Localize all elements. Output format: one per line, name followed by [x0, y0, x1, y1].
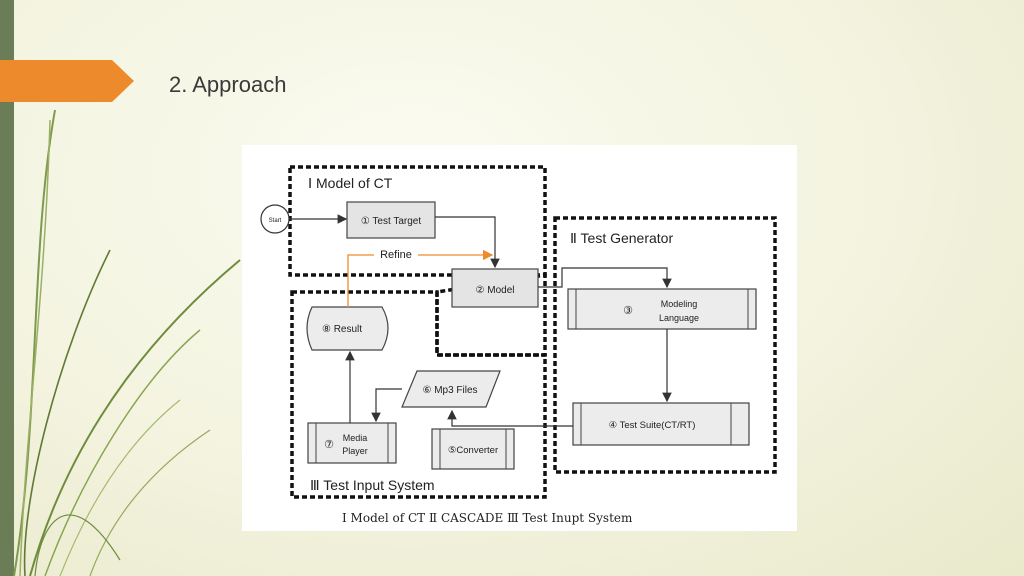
- node-model-label: ② Model: [476, 285, 515, 296]
- group-test-generator-label: Ⅱ Test Generator: [570, 230, 673, 246]
- node-media-player-line2: Player: [342, 446, 368, 456]
- node-test-suite-label: ④ Test Suite(CT/RT): [609, 420, 696, 431]
- edge-mp3-to-media-player: [371, 388, 402, 423]
- node-modeling-language-line1: Modeling: [661, 299, 698, 309]
- group-model-of-ct-label: Ⅰ Model of CT: [308, 175, 393, 191]
- node-test-suite: [572, 402, 750, 446]
- start-label: Start: [269, 218, 282, 224]
- slide-title: 2. Approach: [169, 72, 287, 97]
- diagram-panel: Ⅰ Model of CT Ⅱ Test Generator Ⅲ Test In…: [242, 145, 797, 531]
- node-test-target-label: ① Test Target: [361, 216, 422, 227]
- node-modeling-language-num: ③: [623, 305, 633, 317]
- refine-label: Refine: [380, 249, 412, 261]
- node-media-player: [307, 422, 397, 464]
- node-converter: [431, 428, 515, 470]
- edge-test-target-to-model: [435, 216, 500, 269]
- edge-test-suite-to-converter: [447, 409, 573, 427]
- group-test-input-system-label: Ⅲ Test Input System: [310, 477, 435, 493]
- node-media-player-line1: Media: [343, 433, 368, 443]
- grass-decoration: [13, 109, 241, 576]
- node-media-player-num: ⑦: [324, 439, 334, 451]
- node-result: [306, 306, 389, 351]
- edge-result-refine-to-model: [347, 249, 494, 307]
- group-test-input-system-border: [290, 290, 547, 499]
- node-modeling-language: [567, 288, 757, 330]
- edge-model-to-modeling-language: [538, 267, 672, 289]
- node-modeling-language-line2: Language: [659, 313, 699, 323]
- node-converter-label: ⑤Converter: [448, 445, 498, 456]
- sidebar-strip: [0, 0, 14, 576]
- node-mp3-files-label: ⑥ Mp3 Files: [422, 385, 477, 396]
- node-model: [451, 268, 539, 308]
- title-arrow-tab: [0, 60, 134, 102]
- group-test-generator-border: [553, 216, 777, 474]
- diagram-caption: Ⅰ Model of CT Ⅱ CASCADE Ⅲ Test Inupt Sys…: [342, 511, 633, 525]
- node-mp3-files: [401, 370, 501, 408]
- approach-diagram: Ⅰ Model of CT Ⅱ Test Generator Ⅲ Test In…: [260, 165, 777, 525]
- node-test-target: [346, 201, 436, 239]
- node-result-label: ⑧ Result: [322, 324, 362, 335]
